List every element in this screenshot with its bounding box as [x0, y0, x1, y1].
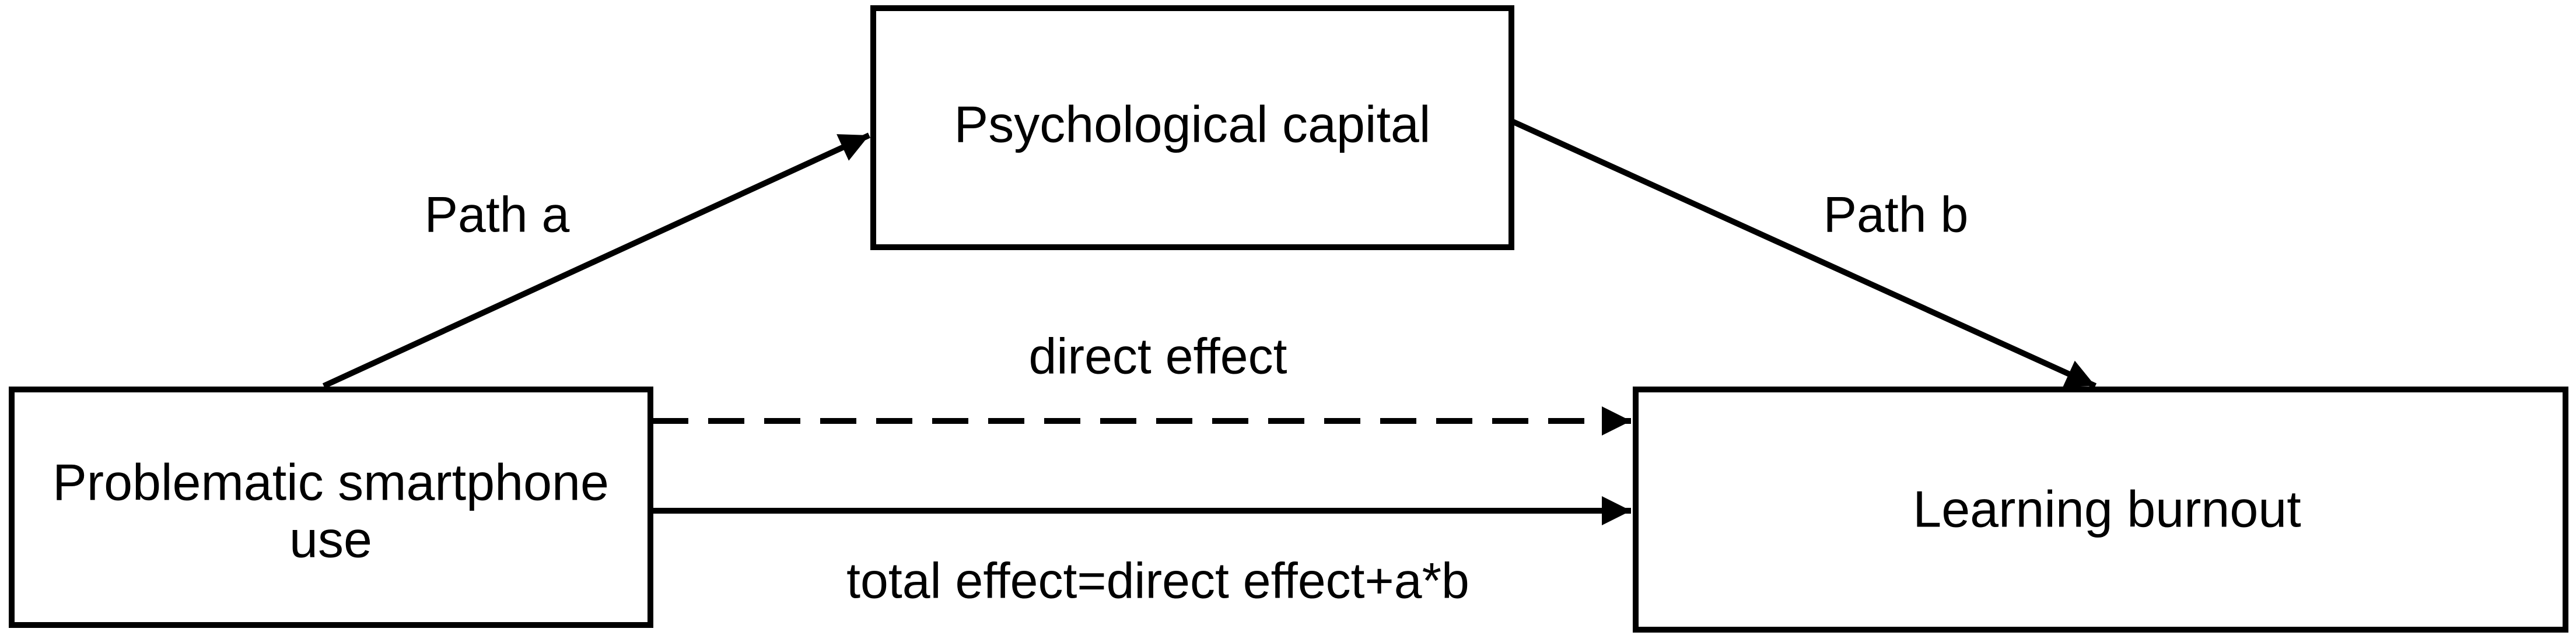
total-effect-label: total effect=direct effect+a*b	[846, 553, 1469, 609]
predictor-label-line2: use	[289, 510, 372, 568]
outcome-box	[1633, 387, 2568, 633]
path-b-arrow	[1510, 118, 2097, 389]
path-b-label: Path b	[1824, 187, 1969, 243]
predictor-box	[9, 387, 653, 628]
path-a-label: Path a	[425, 187, 570, 243]
mediator-box	[870, 5, 1514, 250]
outcome-label: Learning burnout	[1913, 480, 2301, 538]
predictor-node: Problematic smartphone use	[9, 387, 653, 628]
predictor-label-line1: Problematic smartphone	[52, 453, 609, 511]
direct-effect-label: direct effect	[1029, 329, 1287, 385]
outcome-node: Learning burnout	[1633, 387, 2568, 633]
mediator-label: Psychological capital	[954, 95, 1431, 153]
path-a-arrow	[322, 132, 871, 389]
mediator-node: Psychological capital	[870, 5, 1514, 250]
